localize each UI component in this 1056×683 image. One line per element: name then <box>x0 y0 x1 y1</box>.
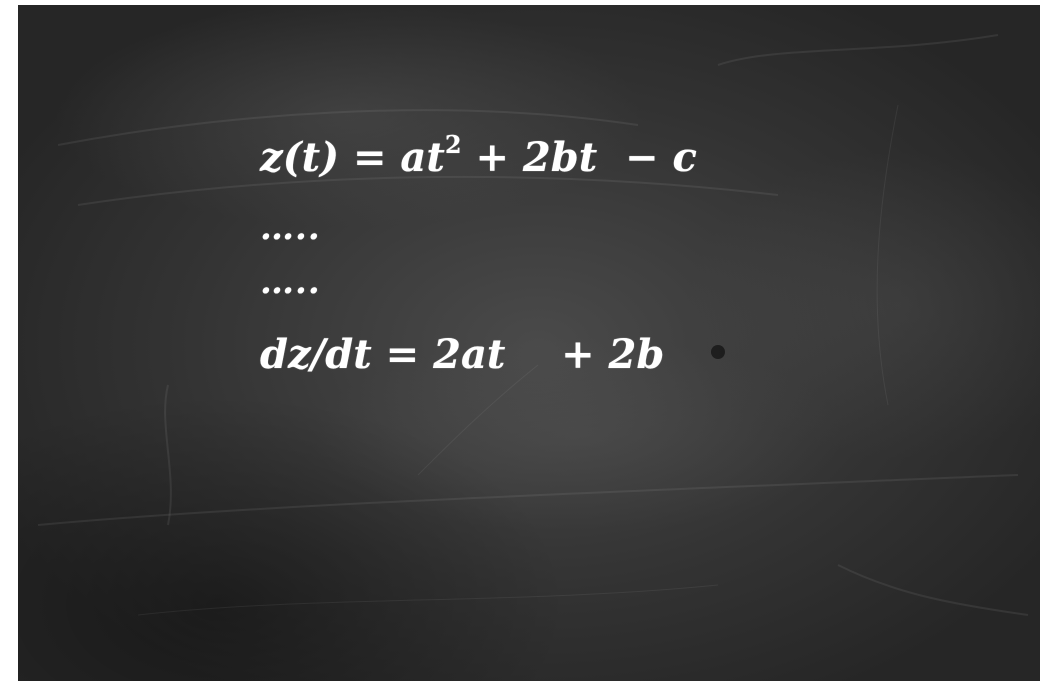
eq1-equals: = <box>339 134 401 181</box>
equation-position: z(t) = at2 + 2bt − c <box>260 133 697 178</box>
eq4-term2: 2b <box>608 331 665 378</box>
eq1-plus: + <box>461 134 523 181</box>
chalkboard: z(t) = at2 + 2bt − c ….. ….. dz/dt = 2at… <box>18 5 1040 681</box>
eq1-term1: at <box>400 134 445 181</box>
eq1-lhs: z(t) <box>260 134 340 181</box>
eq4-term1: 2at <box>433 331 506 378</box>
eq4-lhs: dz/dt <box>260 331 372 378</box>
chalk-smudge-texture <box>37 34 1029 616</box>
eq1-minus: − <box>597 134 673 181</box>
eq1-exponent: 2 <box>444 130 462 159</box>
equation-derivative: dz/dt = 2at + 2b <box>260 335 664 375</box>
eq4-plus: + <box>505 331 609 378</box>
eq1-term3: c <box>672 134 697 181</box>
ellipsis-line-2: ….. <box>260 262 321 302</box>
ellipsis-line-1: ….. <box>260 208 321 248</box>
eq1-term2: 2bt <box>522 134 598 181</box>
eq4-equals: = <box>371 331 434 378</box>
